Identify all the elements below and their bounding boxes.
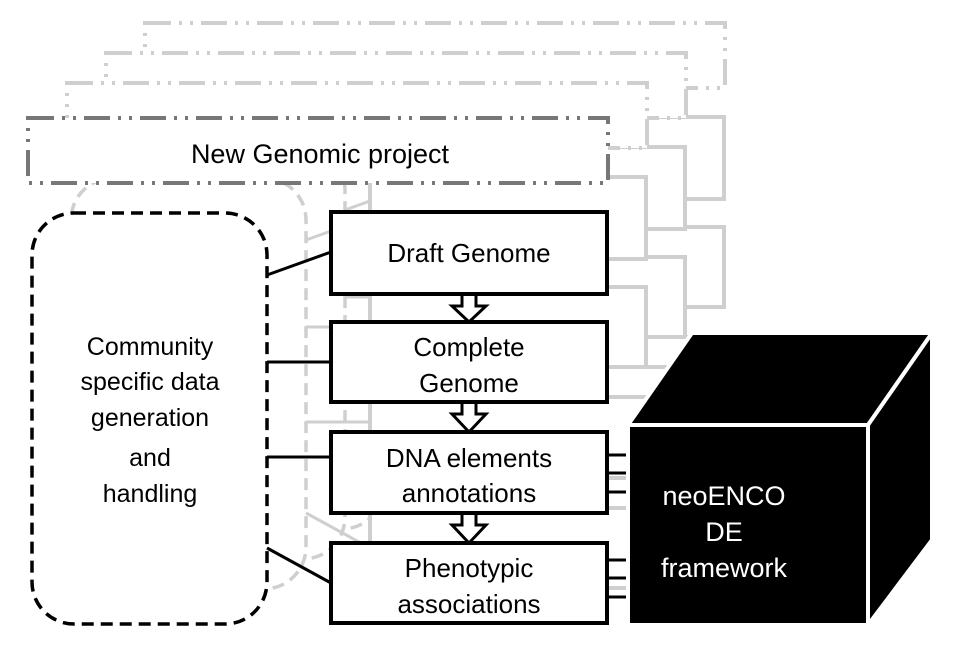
pipeline-step-box [329,320,609,404]
project-label: New Genomic project [191,139,450,169]
pipeline-step-label: associations [397,589,540,619]
project-box [26,116,610,185]
connector-line [266,546,332,585]
community-label-line: generation [91,404,209,432]
neoencode-cube: neoENCO DE framework [624,326,936,631]
community-label-line: and [129,444,171,472]
connector-line [266,250,332,277]
pipeline-step-label: annotations [402,478,536,508]
framework-label-line: framework [661,553,788,583]
community-label-line: specific data [81,368,220,396]
pipeline-step-label: DNA elements [386,443,552,473]
community-box [30,211,269,626]
pipeline-step-label: Phenotypic [405,553,534,583]
pipeline-step-label: Genome [419,368,519,398]
pipeline-step-box [329,210,609,296]
community-label-line: handling [103,480,198,508]
framework-label-line: DE [705,517,743,547]
pipeline-step-box [329,541,609,625]
community-label-line: Community [87,333,214,361]
cube-front-face [626,423,870,627]
framework-label-line: neoENCO [662,481,785,511]
pipeline-step-label: Complete [413,332,524,362]
pipeline-step-label: Draft Genome [387,238,550,268]
